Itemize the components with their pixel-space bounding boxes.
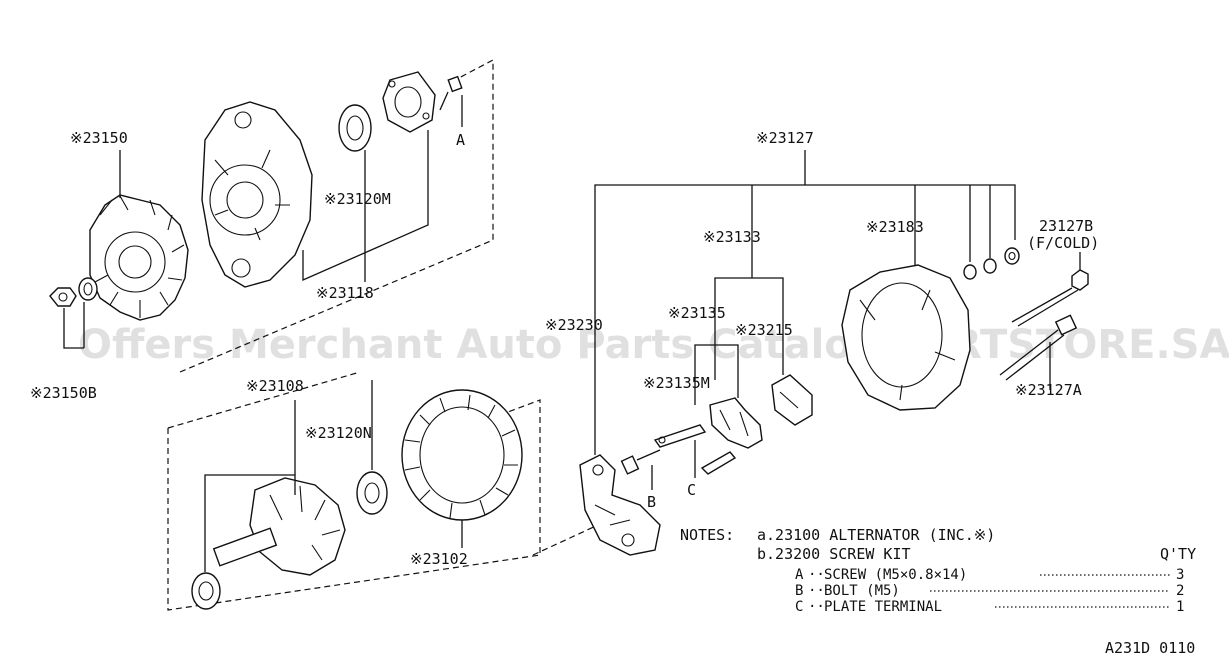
notes-item-arrow: ··: [808, 583, 825, 599]
regulator-23135M[interactable]: [700, 397, 763, 475]
notes-item-desc: SCREW (M5×0.8×14): [824, 567, 967, 583]
label-23127: ※23127: [756, 129, 814, 147]
bearing-23120M[interactable]: [338, 104, 372, 152]
notes-item-arrow: ··: [808, 599, 825, 615]
front-housing-23118[interactable]: [201, 101, 313, 288]
label-23135M: ※23135M: [643, 374, 710, 392]
leader-23150B: [63, 308, 84, 349]
label-23133: ※23133: [703, 228, 761, 246]
label-23135: ※23135: [668, 304, 726, 322]
bolt-23127A[interactable]: [999, 314, 1078, 381]
rotor-group-dashed-boundary: [167, 399, 541, 611]
rotor-23108[interactable]: [191, 477, 346, 610]
label-B: B: [647, 493, 656, 511]
label-23118: ※23118: [316, 284, 374, 302]
brush-23215[interactable]: [771, 374, 813, 426]
label-23150B: ※23150B: [30, 384, 97, 402]
notes-item-B: B ·· BOLT (M5) 2: [795, 583, 1184, 599]
fan-part-23150[interactable]: [89, 194, 189, 321]
notes-item-arrow: ··: [808, 567, 825, 583]
notes-item-qty: 2: [1176, 583, 1184, 599]
washers-23127[interactable]: [963, 247, 1020, 280]
notes-item-qty: 3: [1176, 567, 1184, 583]
notes-item-A: A ·· SCREW (M5×0.8×14) 3: [795, 567, 1184, 583]
watermark-text: Offers Merchant Auto Parts Catalog PARTS…: [78, 322, 1229, 368]
notes-item-key: C: [795, 599, 803, 615]
label-23120N: ※23120N: [305, 424, 372, 442]
notes-line-b: b.23200 SCREW KIT: [757, 545, 911, 563]
rotor-group-dashed-top: [167, 371, 361, 429]
notes-line-a: a.23100 ALTERNATOR (INC.※): [757, 526, 995, 544]
front-group-dashed-boundary: [179, 59, 494, 373]
stator-23102[interactable]: [401, 389, 523, 521]
nut-washer-23150B[interactable]: [49, 277, 98, 307]
label-23102: ※23102: [410, 550, 468, 568]
diagram-code: A231D 0110: [1105, 639, 1195, 657]
bearing-23120N[interactable]: [356, 471, 388, 515]
notes-item-desc: PLATE TERMINAL: [824, 599, 942, 615]
label-23127B: 23127B: [1039, 217, 1093, 235]
leader-23135-sub: [694, 344, 739, 405]
through-bolt-23127B[interactable]: [1011, 269, 1089, 327]
notes-item-key: A: [795, 567, 804, 583]
rear-cover-23183[interactable]: [841, 264, 971, 411]
label-23127A: ※23127A: [1015, 381, 1082, 399]
leader-23108-left: [204, 474, 296, 572]
bolt-B[interactable]: [620, 449, 661, 475]
label-A-top: A: [456, 131, 465, 149]
label-23108: ※23108: [246, 377, 304, 395]
label-23150: ※23150: [70, 129, 128, 147]
leader-23133-sub: [714, 277, 784, 380]
label-23183: ※23183: [866, 218, 924, 236]
notes-item-C: C ·· PLATE TERMINAL 1: [795, 599, 1184, 615]
plate-terminal-C[interactable]: [653, 424, 707, 448]
brush-holder-23230[interactable]: [579, 454, 661, 556]
notes-item-qty: 1: [1176, 599, 1184, 615]
label-C: C: [687, 481, 696, 499]
notes-qty-header: Q'TY: [1160, 545, 1196, 563]
rear-dashed-link: [532, 524, 599, 556]
notes-heading: NOTES:: [680, 526, 734, 544]
notes-item-key: B: [795, 583, 803, 599]
label-23230: ※23230: [545, 316, 603, 334]
screw-A[interactable]: [439, 75, 463, 111]
label-23215: ※23215: [735, 321, 793, 339]
label-23127B-note: (F/COLD): [1027, 234, 1099, 252]
label-23120M: ※23120M: [324, 190, 391, 208]
notes-item-desc: BOLT (M5): [824, 583, 900, 599]
retainer-plate[interactable]: [382, 71, 436, 133]
